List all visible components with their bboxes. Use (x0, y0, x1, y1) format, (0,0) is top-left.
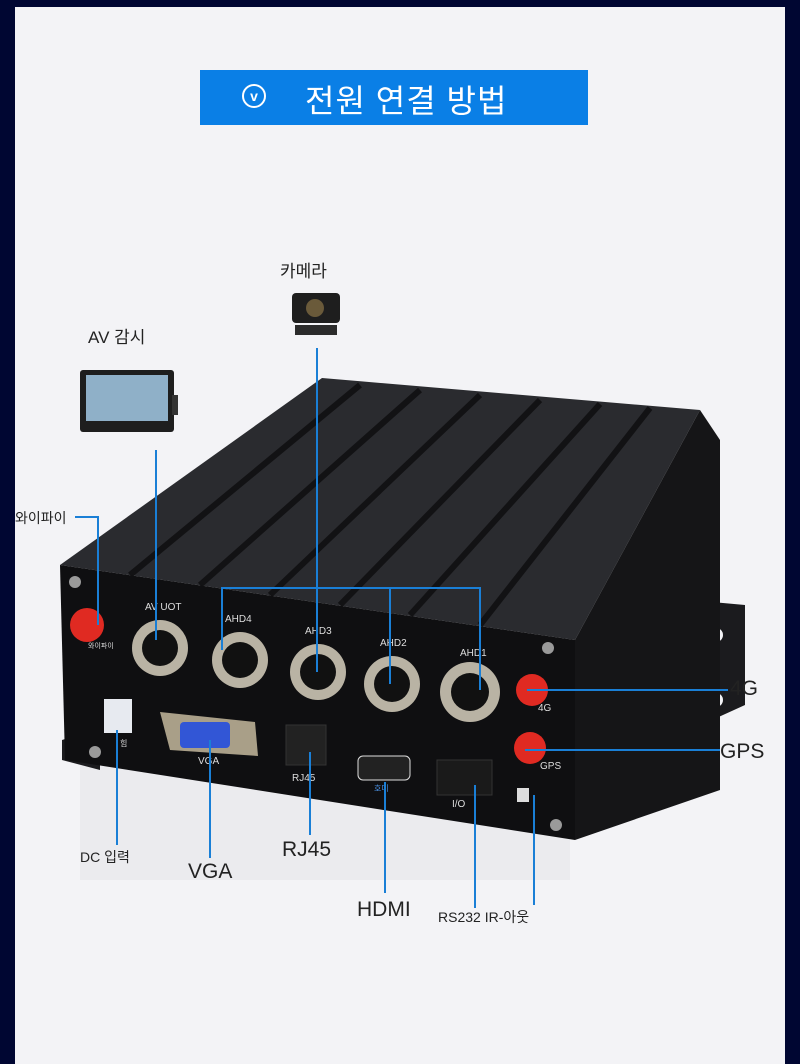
callout-hdmi: HDMI (357, 898, 411, 921)
heatsink-fins (128, 382, 653, 627)
callout-dc-input: DC 입력 (80, 849, 130, 865)
label-hdmi: 호미 (374, 784, 389, 793)
hdmi-port (357, 755, 411, 781)
title-banner: v 전원 연결 방법 (200, 70, 588, 125)
label-wifi: 와이파이 (88, 641, 114, 650)
camera-illustration (292, 293, 340, 335)
label-ahd1: AHD1 (460, 648, 487, 659)
label-ahd2: AHD2 (380, 638, 407, 649)
callout-camera: 카메라 (280, 262, 327, 281)
device-top (60, 378, 700, 640)
label-4g: 4G (538, 703, 552, 714)
ir-port (517, 788, 529, 802)
av-monitor-illustration (80, 370, 178, 432)
dc-power-port (104, 699, 132, 733)
aviation-connectors (132, 620, 500, 722)
callout-4g: 4G (730, 677, 759, 700)
label-io: I/O (452, 799, 466, 810)
device-side (575, 410, 720, 840)
callout-wifi: 와이파이 (15, 510, 67, 526)
label-vga: VGA (198, 756, 219, 767)
label-ahd3: AHD3 (305, 626, 332, 637)
callout-vga: VGA (188, 860, 233, 883)
label-av-out: AV UOT (145, 602, 181, 613)
callout-rj45: RJ45 (282, 838, 332, 861)
gps-antenna (514, 732, 546, 764)
label-gps: GPS (540, 761, 561, 772)
label-power: 힘 (120, 738, 127, 748)
page-title: 전원 연결 방법 (305, 83, 508, 119)
callout-av-monitor: AV 감시 (88, 328, 146, 347)
label-rj45: RJ45 (292, 773, 316, 784)
screws (69, 576, 562, 831)
callout-rs232-ir: RS232 IR-아웃 (438, 909, 530, 925)
io-port (436, 759, 493, 796)
wifi-antenna (70, 608, 104, 642)
label-ahd4: AHD4 (225, 614, 252, 625)
chevron-down-circle-icon: v (242, 84, 266, 108)
callout-lines (75, 348, 728, 908)
rj45-port (285, 724, 327, 766)
callout-gps: GPS (720, 740, 765, 763)
